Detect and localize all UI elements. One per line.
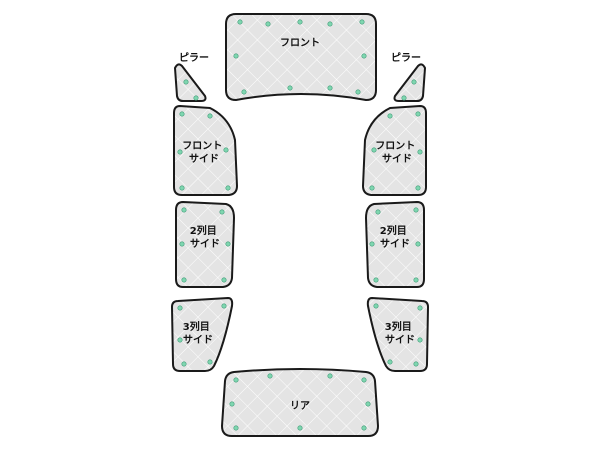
suction-cup-dot	[387, 359, 393, 365]
suction-cup-dot	[179, 111, 185, 117]
suction-cup-dot	[361, 425, 367, 431]
suction-cup-dot	[417, 149, 423, 155]
suction-cup-dot	[413, 361, 419, 367]
panel-front: フロント	[225, 13, 377, 101]
suction-cup-dot	[327, 85, 333, 91]
suction-cup-dot	[365, 401, 371, 407]
suction-cup-dot	[369, 185, 375, 191]
suction-cup-dot	[417, 305, 423, 311]
panel-label-row2-side-right: 2列目 サイド	[380, 224, 410, 250]
suction-cup-dot	[233, 377, 239, 383]
suction-cup-dot	[177, 305, 183, 311]
panel-label-row2-side-left: 2列目 サイド	[190, 224, 220, 250]
suction-cup-dot	[181, 207, 187, 213]
suction-cup-dot	[241, 89, 247, 95]
suction-cup-dot	[183, 79, 189, 85]
suction-cup-dot	[233, 53, 239, 59]
panel-label-pillar-left: ピラー	[179, 52, 209, 64]
suction-cup-dot	[221, 303, 227, 309]
suction-cup-dot	[193, 95, 199, 101]
panel-row2-side-left: 2列目 サイド	[175, 201, 235, 288]
panel-front-side-left: フロント サイド	[173, 105, 238, 196]
suction-cup-dot	[373, 303, 379, 309]
suction-cup-dot	[359, 19, 365, 25]
suction-cup-dot	[219, 209, 225, 215]
panel-label-row3-side-right: 3列目 サイド	[385, 320, 415, 346]
suction-cup-dot	[267, 373, 273, 379]
suction-cup-dot	[413, 207, 419, 213]
suction-cup-dot	[361, 377, 367, 383]
suction-cup-dot	[237, 19, 243, 25]
suction-cup-dot	[233, 425, 239, 431]
suction-cup-dot	[297, 425, 303, 431]
suction-cup-dot	[229, 401, 235, 407]
panel-label-front-side-left: フロント サイド	[182, 140, 225, 165]
suction-cup-dot	[225, 185, 231, 191]
suction-cup-pins	[177, 19, 423, 431]
suction-cup-dot	[369, 241, 375, 247]
suction-cup-dot	[221, 277, 227, 283]
panel-pillar-right: ピラー	[391, 52, 426, 102]
suction-cup-dot	[415, 185, 421, 191]
suction-cup-dot	[373, 277, 379, 283]
panel-label-row3-side-left: 3列目 サイド	[183, 320, 213, 346]
panel-row2-side-right: 2列目 サイド	[365, 201, 425, 288]
suction-cup-dot	[287, 85, 293, 91]
suction-cup-dot	[411, 79, 417, 85]
suction-cup-dot	[207, 359, 213, 365]
suction-cup-dot	[327, 373, 333, 379]
panel-label-pillar-right: ピラー	[391, 52, 421, 64]
suction-cup-dot	[371, 147, 377, 153]
suction-cup-dot	[179, 185, 185, 191]
panel-row3-side-left: 3列目 サイド	[171, 297, 234, 372]
suction-cup-dot	[327, 21, 333, 27]
suction-cup-dot	[297, 19, 303, 25]
suction-cup-dot	[417, 337, 423, 343]
suction-cup-dot	[387, 113, 393, 119]
suction-cup-dot	[361, 53, 367, 59]
suction-cup-dot	[177, 149, 183, 155]
suction-cup-dot	[179, 241, 185, 247]
suction-cup-dot	[415, 111, 421, 117]
suction-cup-dot	[355, 89, 361, 95]
panel-label-rear: リア	[290, 400, 310, 412]
panel-label-front: フロント	[280, 37, 320, 49]
suction-cup-dot	[181, 361, 187, 367]
panel-row3-side-right: 3列目 サイド	[366, 297, 429, 372]
suction-cup-dot	[181, 277, 187, 283]
panel-pillar-left: ピラー	[174, 52, 209, 102]
suction-cup-dot	[415, 241, 421, 247]
suction-cup-dot	[265, 21, 271, 27]
suction-cup-dot	[413, 277, 419, 283]
panel-rear: リア	[221, 368, 379, 437]
panel-label-front-side-right: フロント サイド	[375, 140, 418, 165]
suction-cup-dot	[401, 95, 407, 101]
panel-front-side-right: フロント サイド	[362, 105, 427, 196]
suction-cup-dot	[207, 113, 213, 119]
suction-cup-dot	[225, 241, 231, 247]
suction-cup-dot	[223, 147, 229, 153]
suction-cup-dot	[375, 209, 381, 215]
suction-cup-dot	[177, 337, 183, 343]
